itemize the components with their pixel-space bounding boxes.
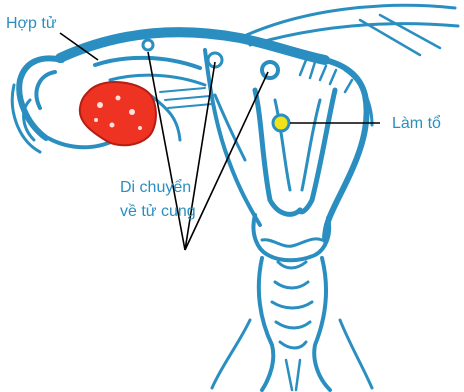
embryo-dot [273, 115, 289, 131]
ovary-shape [80, 82, 156, 145]
label-move-line2: về tử cung [120, 202, 196, 222]
label-zygote: Hợp tử [6, 14, 57, 34]
label-implantation: Làm tổ [392, 114, 441, 134]
label-move-line1: Di chuyển [120, 178, 191, 198]
